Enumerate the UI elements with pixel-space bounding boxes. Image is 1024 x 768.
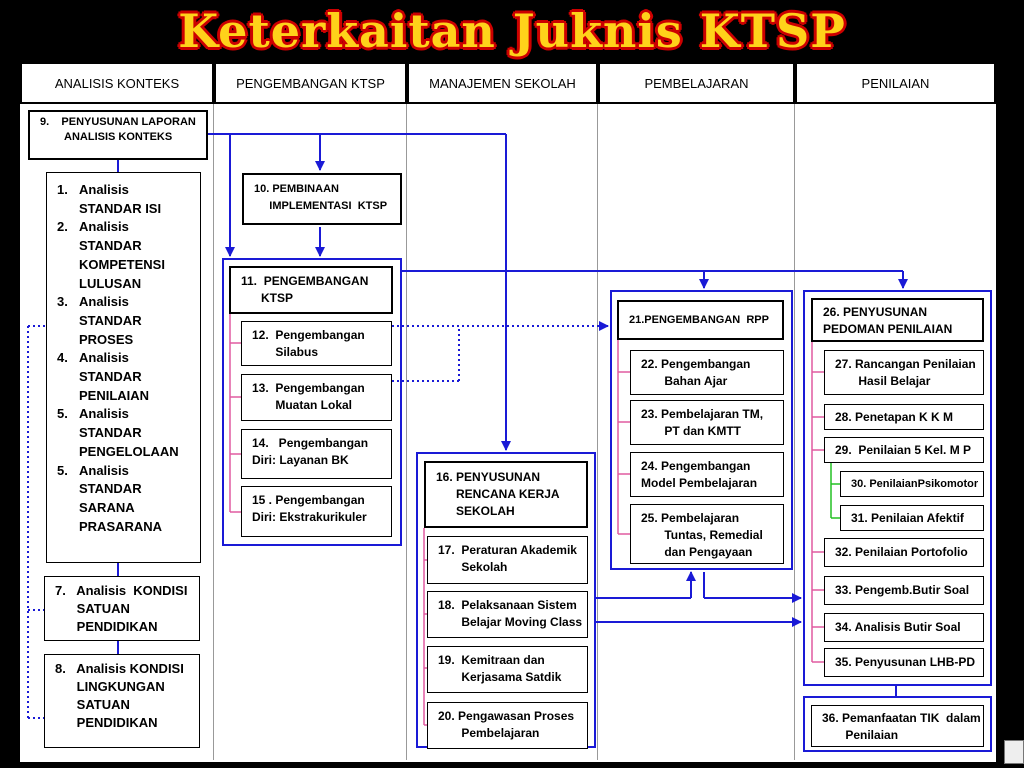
box-14-pengembangan-diri-bk: 14. Pengembangan Diri: Layanan BK	[241, 429, 392, 479]
box-25-pembelajaran-tuntas: 25. Pembelajaran Tuntas, Remedial dan Pe…	[630, 504, 784, 564]
box-29-penilaian-5-kel: 29. Penilaian 5 Kel. M P	[824, 437, 984, 463]
box-30-penilaian-psikomotor: 30. PenilaianPsikomotor	[840, 471, 984, 497]
box-31-penilaian-afektif: 31. Penilaian Afektif	[840, 505, 984, 531]
analysis-list-item: 1. Analisis STANDAR ISI	[57, 181, 194, 218]
analysis-list-item: 5. Analisis STANDAR PENGELOLAAN	[57, 405, 194, 461]
box-21-pengembangan-rpp: 21.PENGEMBANGAN RPP	[617, 300, 784, 340]
analysis-standard-list: 1. Analisis STANDAR ISI 2. Analisis STANDAR…	[57, 181, 194, 536]
box-27-rancangan-penilaian: 27. Rancangan Penilaian Hasil Belajar	[824, 350, 984, 395]
box-09-penyusunan-laporan: 9. PENYUSUNAN LAPORAN ANALISIS KONTEKS	[28, 110, 208, 160]
column-divider	[406, 104, 407, 760]
header-manajemen-sekolah: MANAJEMEN SEKOLAH	[407, 62, 598, 104]
slide-title: Keterkaitan Juknis KTSP	[178, 4, 846, 58]
analysis-list-number: 3.	[57, 294, 68, 310]
box-16-penyusunan-rencana-kerja: 16. PENYUSUNAN RENCANA KERJA SEKOLAH	[424, 461, 588, 528]
analysis-list-item: 3. Analisis STANDAR PROSES	[57, 293, 194, 349]
box-17-peraturan-akademik: 17. Peraturan Akademik Sekolah	[427, 536, 588, 584]
box-08-analisis-kondisi-lingkungan: 8. Analisis KONDISI LINGKUNGAN SATUAN PE…	[44, 654, 200, 748]
box-analisis-standar-list: 1. Analisis STANDAR ISI 2. Analisis STANDAR…	[46, 172, 201, 563]
box-11-pengembangan-ktsp: 11. PENGEMBANGAN KTSP	[229, 266, 393, 314]
box-22-bahan-ajar: 22. Pengembangan Bahan Ajar	[630, 350, 784, 395]
box-32-penilaian-portofolio: 32. Penilaian Portofolio	[824, 538, 984, 567]
header-pembelajaran: PEMBELAJARAN	[598, 62, 795, 104]
column-divider	[597, 104, 598, 760]
box-23-pembelajaran-tm: 23. Pembelajaran TM, PT dan KMTT	[630, 400, 784, 445]
box-20-pengawasan-proses: 20. Pengawasan Proses Pembelajaran	[427, 702, 588, 749]
analysis-list-number: 4.	[57, 350, 68, 366]
analysis-list-text: Analisis STANDAR PENILAIAN	[79, 350, 150, 403]
analysis-list-number: 5.	[57, 406, 68, 422]
analysis-list-text: Analisis STANDAR PROSES	[79, 294, 142, 347]
header-analisis-konteks: ANALISIS KONTEKS	[20, 62, 214, 104]
header-penilaian: PENILAIAN	[795, 62, 996, 104]
analysis-list-number: 5.	[57, 462, 68, 478]
box-36-pemanfaatan-tik: 36. Pemanfaatan TIK dalam Penilaian	[811, 705, 984, 747]
box-26-pedoman-penilaian: 26. PENYUSUNAN PEDOMAN PENILAIAN	[811, 298, 984, 342]
column-divider	[794, 104, 795, 760]
analysis-list-text: Analisis STANDAR SARANA PRASARANA	[79, 462, 163, 534]
analysis-list-number: 1.	[57, 182, 68, 197]
box-12-pengembangan-silabus: 12. Pengembangan Silabus	[241, 321, 392, 366]
column-divider	[213, 104, 214, 760]
box-28-penetapan-kkm: 28. Penetapan K K M	[824, 404, 984, 430]
analysis-list-item: 2. Analisis STANDAR KOMPETENSI LULUSAN	[57, 218, 194, 293]
box-15-pengembangan-diri-ekstrakurikuler: 15 . Pengembangan Diri: Ekstrakurikuler	[241, 486, 392, 537]
group-penilaian	[803, 290, 992, 686]
box-34-analisis-butir-soal: 34. Analisis Butir Soal	[824, 613, 984, 642]
analysis-list-number: 2.	[57, 219, 68, 235]
box-24-model-pembelajaran: 24. Pengembangan Model Pembelajaran	[630, 452, 784, 497]
box-13-pengembangan-muatan-lokal: 13. Pengembangan Muatan Lokal	[241, 374, 392, 421]
box-35-penyusunan-lhb-pd: 35. Penyusunan LHB-PD	[824, 648, 984, 677]
analysis-list-item: 5. Analisis STANDAR SARANA PRASARANA	[57, 462, 194, 537]
slide-logo-icon	[1004, 740, 1024, 764]
box-19-kemitraan: 19. Kemitraan dan Kerjasama Satdik	[427, 646, 588, 693]
box-18-moving-class: 18. Pelaksanaan Sistem Belajar Moving Cl…	[427, 591, 588, 638]
box-33-pengemb-butir-soal: 33. Pengemb.Butir Soal	[824, 576, 984, 605]
analysis-list-text: Analisis STANDAR KOMPETENSI LULUSAN	[79, 219, 165, 291]
analysis-list-text: Analisis STANDAR ISI	[79, 182, 162, 216]
box-10-pembinaan-implementasi: 10. PEMBINAAN IMPLEMENTASI KTSP	[242, 173, 402, 225]
box-07-analisis-kondisi: 7. Analisis KONDISI SATUAN PENDIDIKAN	[44, 576, 200, 641]
group-pengembangan-ktsp	[222, 258, 402, 546]
header-pengembangan-ktsp: PENGEMBANGAN KTSP	[214, 62, 407, 104]
group-pembelajaran	[610, 290, 793, 570]
group-pemanfaatan-tik	[803, 696, 992, 752]
analysis-list-text: Analisis STANDAR PENGELOLAAN	[79, 406, 179, 459]
analysis-list-item: 4. Analisis STANDAR PENILAIAN	[57, 349, 194, 405]
